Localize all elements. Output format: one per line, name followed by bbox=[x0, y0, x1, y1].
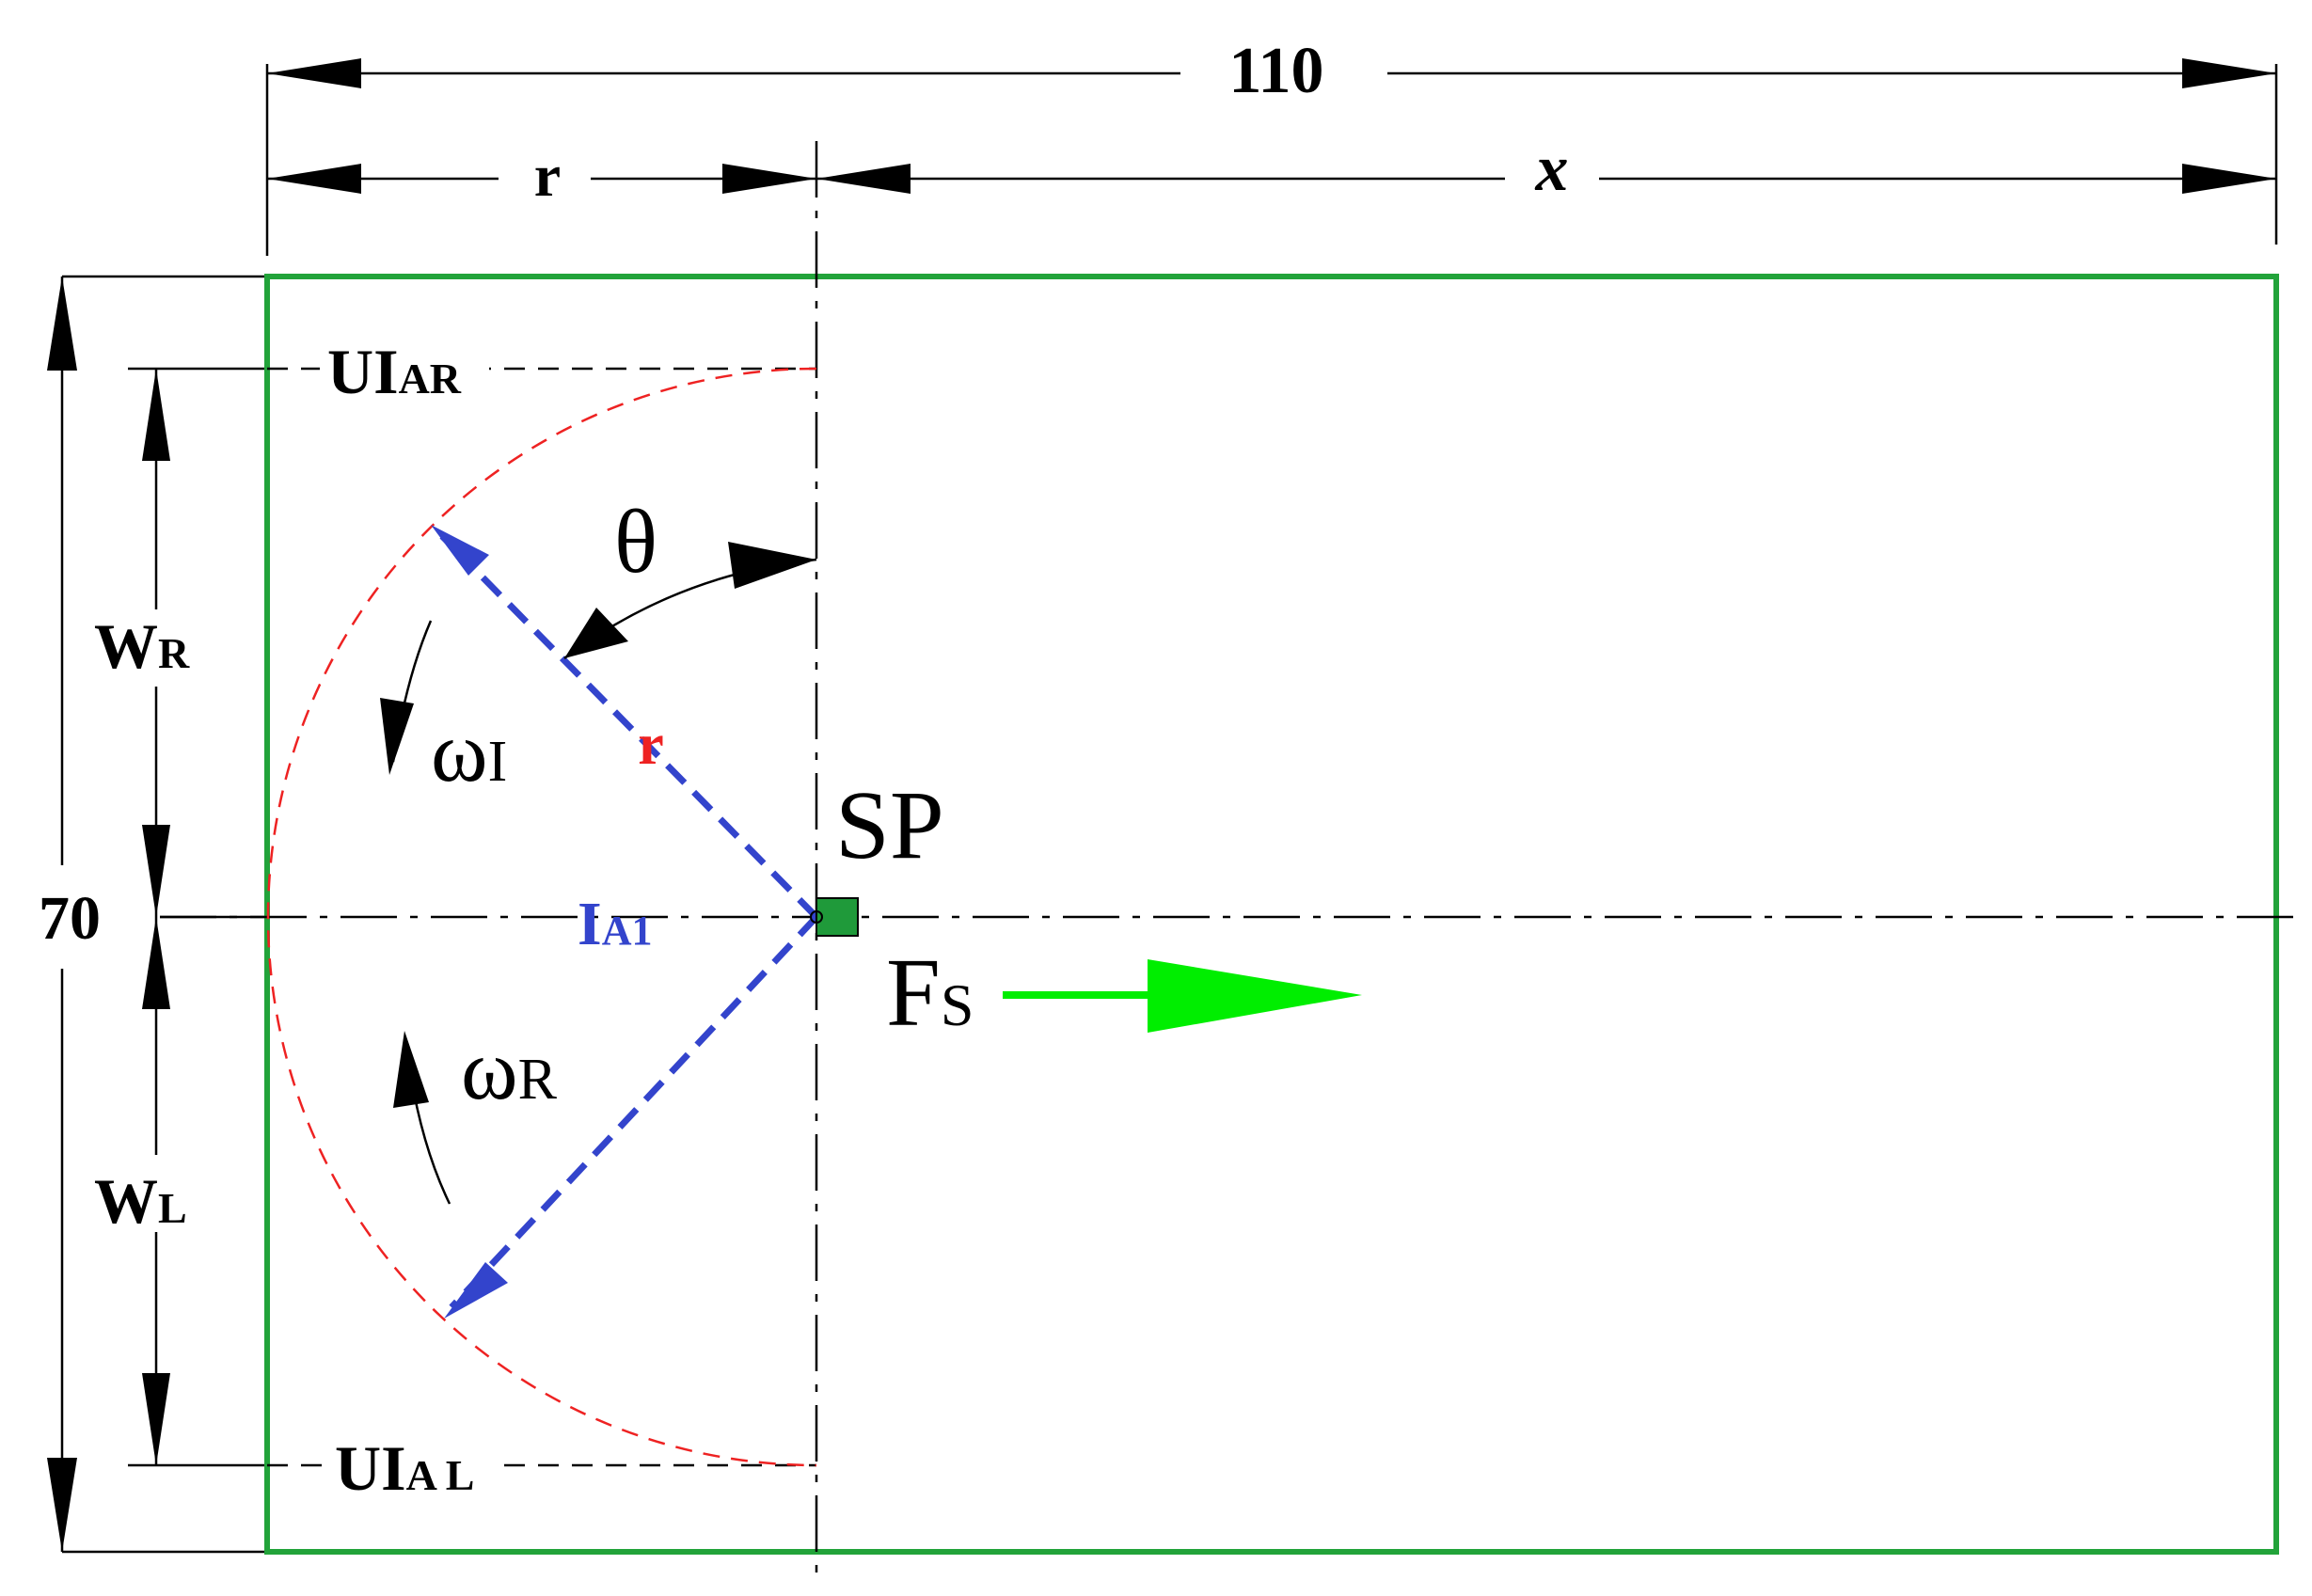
height-label: 70 bbox=[39, 884, 101, 953]
dim-arrowhead-wl-bottom bbox=[142, 1373, 170, 1465]
dim-arrowhead-r-left bbox=[267, 164, 361, 194]
wl-label-sub: L bbox=[158, 1184, 187, 1232]
uiar-label-sub: AR bbox=[399, 355, 462, 403]
theta-arrowhead-end bbox=[728, 542, 816, 589]
uiar-label: UIAR bbox=[327, 336, 462, 407]
dim-arrowhead-x-right bbox=[2182, 164, 2276, 194]
radius-vector-lower bbox=[449, 914, 819, 1310]
dim-arrowhead-110-left bbox=[267, 58, 361, 88]
ia1-label-main: I bbox=[578, 890, 602, 958]
omega-r-sub: R bbox=[518, 1048, 558, 1112]
field-boundary bbox=[264, 274, 2279, 1555]
fs-label: FS bbox=[886, 939, 974, 1047]
omega-r-arrowhead bbox=[393, 1031, 429, 1108]
x-dimension-label: x bbox=[1535, 133, 1569, 205]
omega-r-label: ωR bbox=[461, 1021, 558, 1117]
wl-label: WL bbox=[94, 1165, 187, 1237]
wr-label-main: W bbox=[94, 610, 158, 682]
omega-i-arrowhead bbox=[380, 698, 414, 775]
uial-label-bg bbox=[327, 1428, 497, 1503]
dimension-wr: WR bbox=[94, 367, 267, 919]
dim-arrowhead-110-right bbox=[2182, 58, 2276, 88]
sp-point bbox=[810, 910, 823, 924]
dim-arrowhead-wl-top bbox=[142, 917, 170, 1009]
dim-arrowhead-x-left bbox=[816, 164, 911, 194]
uial-label-main: UI bbox=[335, 1432, 406, 1504]
radius-vector-lower-arrowhead bbox=[444, 1262, 508, 1319]
wr-label-sub: R bbox=[158, 629, 190, 677]
dim-arrowhead-70-top bbox=[47, 277, 77, 371]
wr-label: WR bbox=[94, 610, 190, 682]
theta-arrowhead-start bbox=[564, 608, 628, 658]
theta-label: θ bbox=[614, 491, 657, 592]
dimension-wl: WL bbox=[94, 917, 267, 1467]
sp-label: SP bbox=[835, 771, 944, 879]
omega-i-label: ωI bbox=[431, 703, 507, 799]
omega-i-main: ω bbox=[431, 703, 488, 799]
wl-label-main: W bbox=[94, 1165, 158, 1237]
uial-label-sub: A L bbox=[406, 1451, 475, 1499]
dimension-x: x bbox=[816, 133, 2276, 205]
dimension-height: 70 bbox=[39, 275, 267, 1554]
uiar-label-bg bbox=[320, 331, 489, 406]
dim-arrowhead-70-bottom bbox=[47, 1458, 77, 1552]
dimension-width: 110 bbox=[265, 35, 2278, 256]
fs-label-main: F bbox=[886, 939, 941, 1047]
radius-vector-upper-arrowhead bbox=[431, 525, 489, 576]
radius-label: r bbox=[638, 713, 664, 777]
uial-label: UIA L bbox=[335, 1432, 474, 1504]
omega-r-main: ω bbox=[461, 1021, 518, 1117]
ia1-label: IA1 bbox=[578, 890, 652, 958]
fs-label-sub: S bbox=[941, 972, 974, 1038]
dim-arrowhead-wr-top bbox=[142, 369, 170, 461]
ia1-label-sub: A1 bbox=[602, 908, 653, 954]
r-dimension-label: r bbox=[534, 142, 561, 209]
omega-i-sub: I bbox=[488, 730, 508, 794]
dim-arrowhead-r-right bbox=[722, 164, 816, 194]
square-marker-icon bbox=[816, 897, 859, 937]
uiar-label-main: UI bbox=[327, 336, 399, 407]
dimension-r: r bbox=[267, 142, 816, 209]
radius-vector-upper bbox=[439, 533, 819, 920]
red-arc bbox=[266, 367, 817, 1467]
width-label: 110 bbox=[1228, 35, 1323, 107]
dim-arrowhead-wr-bottom bbox=[142, 825, 170, 917]
arrow-right-icon bbox=[1148, 959, 1362, 1033]
